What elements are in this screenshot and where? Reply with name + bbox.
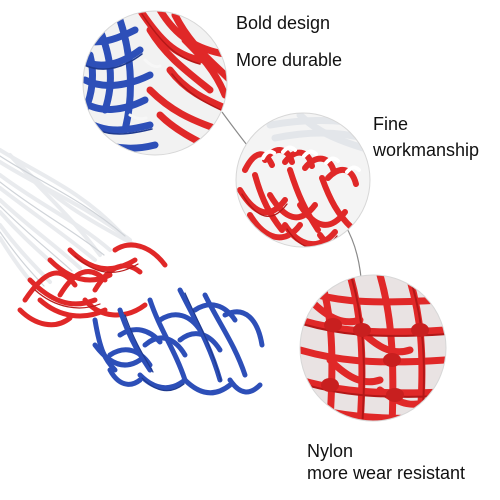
caption-nylon: Nylon: [307, 441, 354, 461]
caption-fine: Fine: [373, 114, 409, 134]
zoom-top: [83, 11, 227, 155]
zoom-bottom-frame: [299, 274, 447, 422]
net-main: [0, 148, 265, 396]
zoom-top-frame: [82, 10, 228, 156]
zoom-middle-frame: [235, 112, 371, 248]
caption-more-wear-resistant: more wear resistant: [307, 463, 466, 483]
zoom-bottom: [300, 275, 446, 421]
zoom-middle: [236, 113, 370, 247]
caption-more-durable: More durable: [236, 50, 343, 70]
caption-bold-design: Bold design: [236, 13, 331, 33]
caption-workmanship: workmanship: [373, 140, 480, 160]
